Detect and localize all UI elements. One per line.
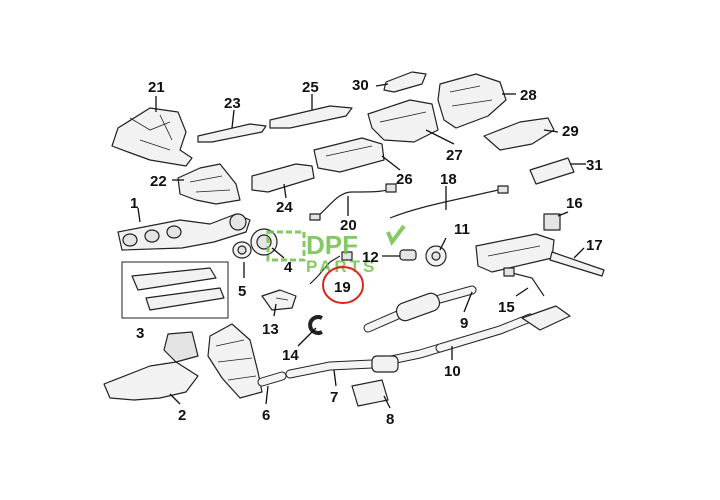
- part-18-oxygen-sensor-cable: [389, 185, 509, 219]
- part-16-bracket: [543, 213, 561, 231]
- callout-29: 29: [562, 123, 579, 140]
- part-3-gasket-set: [121, 261, 229, 319]
- callout-2: 2: [178, 407, 186, 424]
- part-30-heat-shield: [383, 71, 427, 93]
- part-24-heat-shield-tunnel: [251, 163, 315, 193]
- watermark-line1: DPF: [306, 230, 358, 260]
- callout-4: 4: [284, 259, 293, 276]
- part-27-heat-shield: [367, 99, 439, 143]
- callout-28: 28: [520, 87, 537, 104]
- part-12-clamp: [399, 249, 417, 261]
- part-1-exhaust-manifold: [117, 213, 251, 251]
- callout-7: 7: [330, 389, 338, 406]
- part-25-heat-shield-strip: [269, 105, 353, 129]
- part-14-seal-ring: [308, 315, 323, 335]
- part-15-hanger: [503, 267, 545, 297]
- watermark-grid-icon: [266, 230, 306, 262]
- highlight-circle-19: [322, 266, 364, 304]
- part-26-heat-shield-tunnel: [313, 137, 385, 173]
- callout-5: 5: [238, 283, 246, 300]
- watermark-check-icon: [386, 224, 406, 247]
- callout-14: 14: [282, 347, 299, 364]
- callout-31: 31: [586, 157, 603, 174]
- leader-lines: [137, 83, 586, 409]
- part-10-rear-pipe: [435, 305, 571, 353]
- callout-6: 6: [262, 407, 270, 424]
- callout-13: 13: [262, 321, 279, 338]
- callout-15: 15: [498, 299, 515, 316]
- part-17-bracket-rail: [549, 251, 605, 277]
- callout-26: 26: [396, 171, 413, 188]
- callout-19: 19: [334, 279, 351, 296]
- part-9-center-muffler: [363, 285, 477, 333]
- part-8-bracket: [351, 379, 389, 407]
- part-23-heat-shield-strip: [197, 123, 267, 143]
- callout-30: 30: [352, 77, 369, 94]
- part-2-exhaust-manifold: [103, 331, 199, 401]
- callout-12: 12: [362, 249, 379, 266]
- callout-23: 23: [224, 95, 241, 112]
- callout-11: 11: [454, 221, 470, 238]
- part-19-oxygen-sensor: [309, 251, 353, 285]
- callout-25: 25: [302, 79, 319, 96]
- callout-3: 3: [136, 325, 144, 342]
- callout-21: 21: [148, 79, 165, 96]
- part-rear-muffler: [475, 233, 555, 273]
- callout-18: 18: [440, 171, 457, 188]
- callout-16: 16: [566, 195, 583, 212]
- callout-22: 22: [150, 173, 167, 190]
- callout-10: 10: [444, 363, 461, 380]
- callout-27: 27: [446, 147, 463, 164]
- callout-24: 24: [276, 199, 293, 216]
- callout-8: 8: [386, 411, 394, 428]
- callout-labels: 21 23 25 30 28 29 27 31 22 24 26 18 1 20…: [130, 77, 603, 428]
- callout-9: 9: [460, 315, 468, 332]
- part-5-gasket: [232, 241, 252, 259]
- part-20-oxygen-sensor: [309, 183, 397, 221]
- callout-17: 17: [586, 237, 603, 254]
- part-31-heat-shield-plate: [529, 157, 575, 185]
- part-29-heat-shield: [483, 117, 555, 151]
- part-13-bracket: [261, 289, 297, 311]
- part-11-rear-muffler-bracket: [425, 245, 447, 267]
- callout-1: 1: [130, 195, 138, 212]
- part-21-heat-shield: [111, 107, 193, 167]
- part-22-heat-shield: [177, 163, 241, 205]
- callout-20: 20: [340, 217, 357, 234]
- part-28-heat-shield: [437, 73, 507, 129]
- part-6-catalytic-converter: [207, 323, 287, 399]
